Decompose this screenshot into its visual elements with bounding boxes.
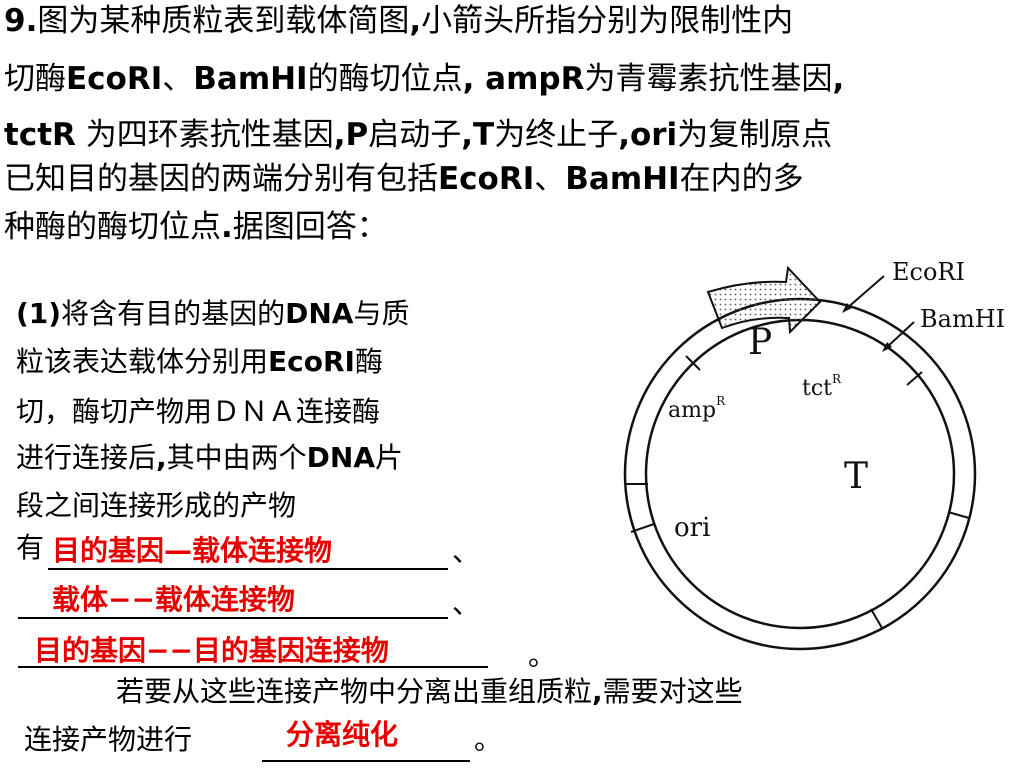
answer-4: 分离纯化 bbox=[286, 718, 399, 751]
answer-1: 目的基因—载体连接物 bbox=[52, 534, 333, 567]
end-mark-4: 。 bbox=[474, 723, 503, 756]
promoter-arrow bbox=[706, 265, 822, 335]
ring-segment-dividers bbox=[625, 355, 970, 629]
ecori-site-arrow bbox=[842, 275, 885, 313]
intro-line-4: 已知目的基因的两端分别有包括EcoRI、BamHI在内的多 bbox=[4, 161, 804, 197]
intro-line-5: 种酶的酶切位点.据图回答： bbox=[4, 209, 388, 245]
bamhi-label: BamHI bbox=[920, 305, 1005, 333]
answer-blank-3[interactable] bbox=[18, 666, 488, 668]
answer-2: 载体−−载体连接物 bbox=[52, 583, 295, 616]
plasmid-diagram: EcoRI BamHI P tctR ampR T ori bbox=[623, 258, 1005, 651]
question-line-3: 切，酶切产物用ＤＮＡ连接酶 bbox=[16, 395, 381, 428]
bamhi-site-arrow bbox=[882, 321, 915, 352]
tct-label: tctR bbox=[802, 372, 842, 401]
answer-blank-4[interactable] bbox=[262, 760, 470, 762]
answer-3: 目的基因−−目的基因连接物 bbox=[34, 634, 389, 667]
separator-2: 、 bbox=[452, 587, 481, 620]
intro-line-2: 切酶EcoRI、BamHI的酶切位点, ampR为青霉素抗性基因, bbox=[4, 61, 845, 97]
ori-label: ori bbox=[674, 513, 710, 543]
question-line-1: (1)将含有目的基因的DNA与质 bbox=[16, 297, 410, 330]
plasmid-ring bbox=[623, 297, 977, 651]
intro-line-3: tctR 为四环素抗性基因,P启动子,T为终止子,ori为复制原点 bbox=[4, 117, 833, 153]
promoter-label: P bbox=[748, 322, 772, 363]
question-line-6-prefix: 有 bbox=[16, 531, 45, 564]
ecori-label: EcoRI bbox=[892, 258, 965, 286]
question-line-2: 粒该表达载体分别用EcoRI酶 bbox=[16, 345, 383, 378]
question-line-4: 进行连接后,其中由两个DNA片 bbox=[16, 441, 404, 474]
terminator-label: T bbox=[844, 456, 868, 497]
end-mark-3: 。 bbox=[528, 639, 557, 672]
answer-blank-1[interactable] bbox=[48, 568, 448, 570]
separator-1: 、 bbox=[452, 535, 481, 568]
question-line-5: 段之间连接形成的产物 bbox=[16, 489, 297, 522]
intro-line-1: 9.图为某种质粒表到载体简图,小箭头所指分别为限制性内 bbox=[4, 3, 794, 39]
amp-label: ampR bbox=[668, 394, 726, 423]
question-line-9: 连接产物进行 bbox=[24, 723, 193, 756]
answer-blank-2[interactable] bbox=[18, 617, 448, 619]
question-line-8: 若要从这些连接产物中分离出重组质粒,需要对这些 bbox=[116, 675, 743, 708]
